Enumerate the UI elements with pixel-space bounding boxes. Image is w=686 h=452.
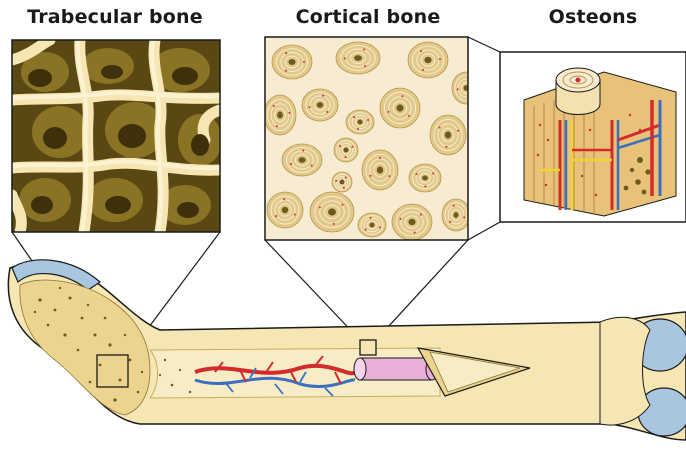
- osteon-4: [452, 72, 480, 104]
- osteon-1: [272, 45, 312, 79]
- osteon-15: [310, 192, 354, 232]
- trabecular-bone-label: Trabecular bone: [0, 6, 230, 28]
- osteon-14: [267, 192, 303, 228]
- osteon-6: [302, 89, 338, 121]
- osteon-5: [264, 95, 296, 135]
- osteon-16: [358, 213, 386, 237]
- osteon-9: [430, 115, 466, 155]
- osteons-label: Osteons: [500, 6, 686, 28]
- osteon-12: [362, 150, 398, 190]
- cortical-bone-panel: [264, 37, 480, 240]
- cortical-bone-label: Cortical bone: [262, 6, 474, 28]
- trabecular-bone-panel: [12, 40, 222, 232]
- osteon-18: [442, 199, 470, 231]
- femur-illustration: [8, 260, 686, 440]
- zoom-box-cortical: [360, 340, 376, 355]
- osteon-19: [332, 172, 352, 192]
- osteon-13: [409, 164, 441, 192]
- osteons-panel: [500, 52, 686, 222]
- osteon-10: [282, 144, 322, 176]
- osteon-7: [346, 110, 374, 134]
- osteon-11: [334, 138, 358, 162]
- osteon-3: [408, 42, 448, 78]
- osteon-2: [336, 42, 380, 74]
- osteon-8: [380, 88, 420, 128]
- osteon-cylinder: [556, 68, 600, 115]
- osteon-17: [392, 204, 432, 240]
